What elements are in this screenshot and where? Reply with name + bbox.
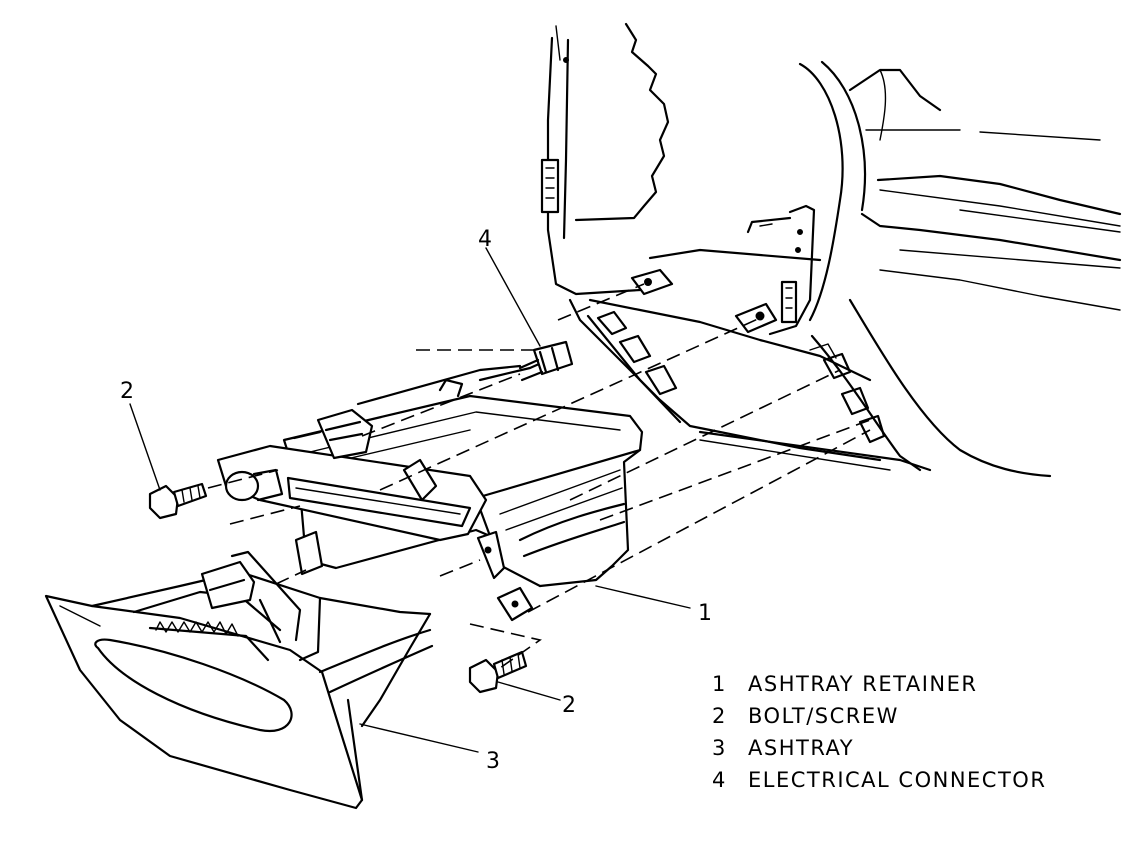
callout-1: 1 (698, 601, 712, 626)
callout-3: 3 (486, 749, 500, 774)
instrument-panel-structure (540, 22, 1122, 478)
leader-lines (129, 247, 691, 753)
legend-label: ASHTRAY (748, 736, 855, 760)
legend-number: 1 (712, 672, 727, 696)
legend-label: ASHTRAY RETAINER (748, 672, 978, 696)
callout-4: 4 (478, 227, 492, 252)
electrical-connector (518, 340, 574, 382)
legend-item: 4 ELECTRICAL CONNECTOR (712, 764, 1046, 796)
callout-2-lower: 2 (562, 693, 576, 718)
legend-label: BOLT/SCREW (748, 704, 899, 728)
bolt-screw-lower (468, 650, 528, 694)
ashtray-retainer (216, 358, 644, 622)
bolt-screw-left (148, 482, 208, 520)
alignment-lines (207, 283, 871, 669)
legend-number: 2 (712, 704, 727, 728)
legend: 1 ASHTRAY RETAINER 2 BOLT/SCREW 3 ASHTRAY 4… (712, 668, 1046, 796)
legend-item: 2 BOLT/SCREW (712, 700, 1046, 732)
legend-item: 1 ASHTRAY RETAINER (712, 668, 1046, 700)
ashtray (44, 550, 434, 810)
legend-label: ELECTRICAL CONNECTOR (748, 768, 1047, 792)
legend-number: 3 (712, 736, 727, 760)
legend-number: 4 (712, 768, 727, 792)
legend-item: 3 ASHTRAY (712, 732, 1046, 764)
callout-2-left: 2 (120, 379, 134, 404)
